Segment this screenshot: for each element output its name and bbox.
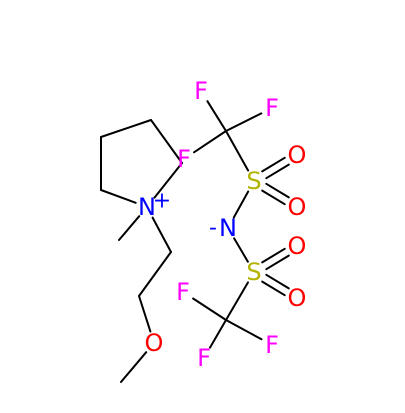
atom-label-o-s-bottom-1: O [288,232,307,260]
atom-label-f-top-2: F [265,94,279,122]
bond-n-minus-s-bottom [233,237,249,263]
bond-s-bottom-o-s-bottom-1-a [265,254,290,271]
atom-label-s-bottom: S [246,258,261,286]
atom-label-ether-o: O [145,329,164,357]
bond-s-bottom-cf3-bottom-c [225,281,249,321]
bond-ring-c4-n-plus [153,162,183,199]
bond-ether-o-o-methyl-c [120,351,148,383]
atom-label-o-s-top-2: O [288,193,307,221]
atom-label-f-top-1: F [194,77,208,105]
bond-ethyl-c2-ether-o [138,295,152,333]
charge-n-plus: + [153,189,171,214]
bond-cf3-bottom-c-f-bottom-1 [192,297,227,321]
atom-label-s-top: S [246,167,261,195]
bond-n-plus-n-methyl-c [118,215,141,241]
atom-label-o-s-top-1: O [288,141,307,169]
bond-ring-c3-ring-c4 [150,119,183,164]
bond-cf3-top-c-f-top-3 [193,130,227,154]
atom-label-f-bottom-2: F [197,344,211,372]
bond-cf3-top-c-s-top [225,130,250,172]
atom-label-n-minus: N [219,214,237,242]
bond-layer [100,100,290,383]
bond-cf3-bottom-c-f-bottom-2 [209,319,227,349]
bond-s-bottom-o-s-bottom-1-b [261,247,286,264]
atom-label-f-bottom-3: F [265,331,279,359]
bond-s-top-n-minus [232,190,250,219]
atom-label-n-plus: N [138,193,156,221]
bond-ring-c2-ring-c3 [100,119,152,138]
bond-cf3-top-c-f-top-2 [225,112,263,132]
atom-label-o-s-bottom-2: O [288,284,307,312]
charge-n-minus: - [209,216,217,241]
bond-s-top-o-s-top-2-a [261,189,286,206]
bond-s-top-o-s-top-1-a [265,163,290,180]
atom-label-f-bottom-1: F [176,278,190,306]
bond-s-top-o-s-top-1-b [261,156,286,173]
bond-s-bottom-o-s-bottom-2-b [265,273,290,290]
bond-cf3-bottom-c-f-bottom-3 [225,319,263,341]
bond-cf3-top-c-f-top-1 [206,100,227,132]
atom-label-f-top-3: F [177,145,191,173]
bond-n-plus-ethyl-c1 [151,216,172,253]
bond-s-bottom-o-s-bottom-2-a [261,280,286,297]
bond-ethyl-c1-ethyl-c2 [138,251,172,297]
bond-n-plus-ring-c1 [100,189,137,204]
bond-s-top-o-s-top-2-b [265,182,290,199]
